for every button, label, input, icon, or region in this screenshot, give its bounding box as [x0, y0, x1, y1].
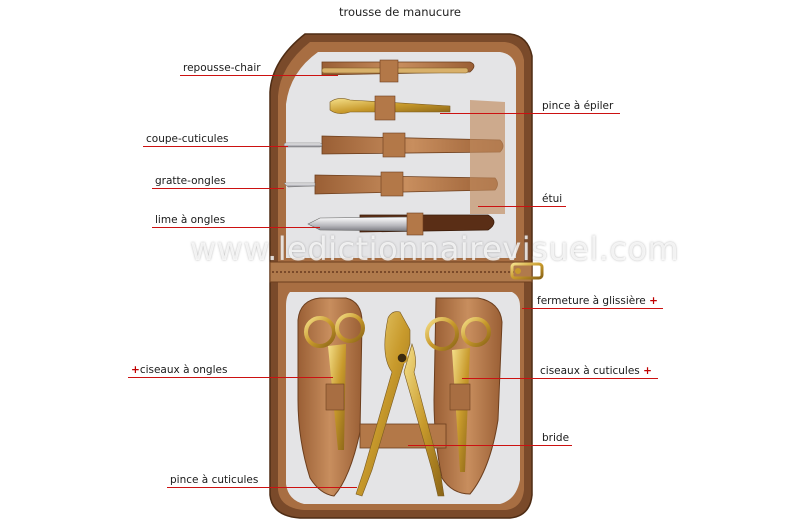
- leader-fermeture-a-glissiere: [522, 308, 663, 309]
- leader-pince-a-cuticules: [167, 487, 357, 488]
- nail-file-shape: [307, 216, 409, 232]
- label-lime-a-ongles: lime à ongles: [155, 214, 226, 226]
- label-etui: étui: [542, 193, 563, 205]
- label-fermeture-a-glissiere[interactable]: fermeture à glissière +: [537, 295, 658, 307]
- leader-repousse-chair: [180, 75, 338, 76]
- label-coupe-cuticules: coupe-cuticules: [146, 133, 229, 145]
- plus-icon: +: [643, 365, 652, 377]
- label-repousse-chair: repousse-chair: [183, 62, 261, 74]
- label-gratte-ongles: gratte-ongles: [155, 175, 226, 187]
- leader-pince-a-epiler: [440, 113, 620, 114]
- watermark: www.ledictionnairevisuel.com: [190, 230, 680, 268]
- label-pince-a-cuticules: pince à cuticules: [170, 474, 259, 486]
- label-bride: bride: [542, 432, 570, 444]
- plus-icon: +: [649, 295, 658, 307]
- label-pince-a-epiler: pince à épiler: [542, 100, 614, 112]
- leader-ciseaux-a-cuticules: [462, 378, 658, 379]
- leader-etui: [478, 206, 566, 207]
- leader-lime-a-ongles: [152, 227, 320, 228]
- leader-gratte-ongles: [152, 188, 284, 189]
- label-ciseaux-a-cuticules[interactable]: ciseaux à cuticules +: [540, 365, 652, 377]
- zipper-pull: [510, 262, 544, 280]
- cuticle-nipper-tool: [283, 142, 323, 148]
- diagram-title: trousse de manucure: [338, 5, 462, 19]
- leader-coupe-cuticules: [143, 146, 288, 147]
- leader-bride: [408, 445, 572, 446]
- plus-icon: +: [131, 364, 140, 376]
- label-ciseaux-a-ongles[interactable]: +ciseaux à ongles: [131, 364, 228, 376]
- leader-ciseaux-a-ongles: [128, 377, 333, 378]
